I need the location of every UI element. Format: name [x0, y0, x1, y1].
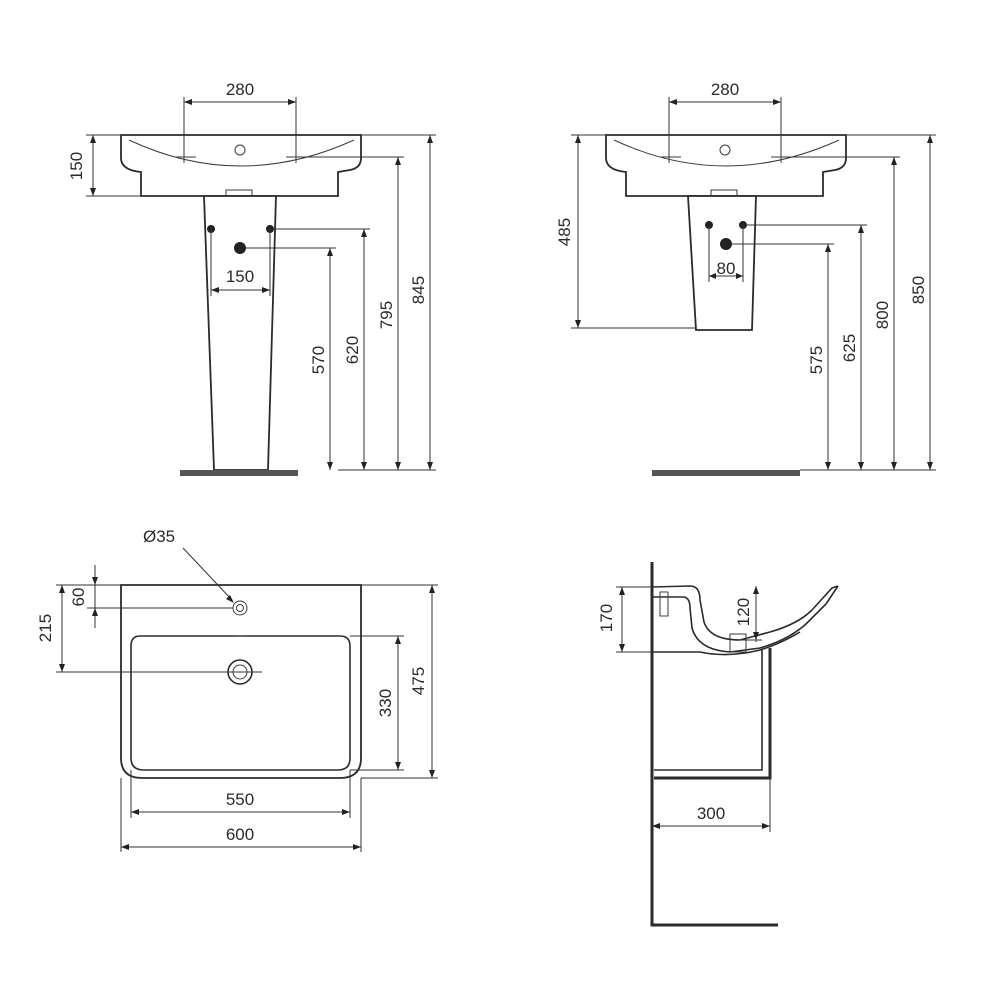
dim-60-lines	[87, 565, 233, 628]
plan-view: Ø35 60 215 330 475 550 600	[36, 527, 438, 852]
tap-hole	[234, 144, 246, 156]
pedestal-section	[654, 648, 772, 780]
dim-supply-height-2: 625	[840, 334, 859, 362]
plan-bowl-outline	[130, 635, 351, 771]
dim-60-arrows	[92, 577, 98, 616]
dim-overall-width: 600	[226, 825, 254, 844]
dim-waste-height-2: 575	[807, 346, 826, 374]
dim-overall-height: 845	[409, 276, 428, 304]
basin-section-underside	[652, 631, 801, 656]
dim-waste-spacing: 150	[226, 267, 254, 286]
dim-600-lines	[120, 778, 362, 852]
dim-570-lines	[246, 247, 336, 470]
tap-hole-section	[659, 591, 669, 617]
dim-waste-height: 570	[309, 346, 328, 374]
dim-supply-height: 620	[343, 336, 362, 364]
front-pedestal-view: 280 150 150 570 620 795 845	[67, 80, 436, 476]
floor-line-2	[652, 470, 800, 476]
dim-215-lines	[56, 584, 262, 673]
dim-rim-height-2: 800	[873, 301, 892, 329]
wall-and-floor	[650, 562, 778, 927]
dim-280-lines	[183, 97, 297, 157]
waste-point	[234, 242, 246, 254]
dim-overall-depth: 475	[409, 667, 428, 695]
dim-basin-height-side: 170	[597, 604, 616, 632]
dim-tap-spacing-2: 280	[711, 80, 739, 99]
pedestal-section-inner	[654, 650, 763, 771]
dim-280b-lines	[668, 97, 782, 157]
front-semi-pedestal-view: 280 485 80 575 625 800 850	[555, 80, 936, 476]
dim-170-lines	[616, 586, 652, 653]
dim-625-lines	[747, 224, 867, 470]
dim-550-lines	[130, 770, 351, 818]
dim-300-lines	[652, 778, 771, 832]
dim-overflow-height: 120	[734, 598, 753, 626]
dim-tap-hole-diameter: Ø35	[143, 527, 175, 546]
waste-fitting-section	[729, 633, 747, 653]
basin-section-inner	[652, 585, 839, 653]
waste-point-2	[720, 238, 732, 250]
dim-projection: 300	[697, 804, 725, 823]
basin-section-outer	[651, 585, 839, 641]
dim-485-lines	[571, 134, 696, 329]
dim-basin-height-lines	[86, 134, 141, 197]
basin-bowl-line	[128, 139, 355, 167]
dim-overall-height-2: 850	[909, 276, 928, 304]
dim-170-arrows	[619, 587, 625, 652]
plan-outline	[120, 584, 362, 779]
dim-bowl-depth: 330	[376, 689, 395, 717]
dim-diameter-leader	[182, 547, 233, 601]
dim-diameter-arrow	[226, 595, 234, 603]
pedestal-outline	[203, 195, 277, 471]
dim-waste-spacing-2: 80	[717, 259, 736, 278]
dim-bowl-width: 550	[226, 790, 254, 809]
dim-795-lines	[296, 156, 404, 470]
dim-80-arrows	[709, 273, 743, 279]
dim-575-lines	[732, 243, 834, 470]
floor-line	[180, 470, 298, 476]
dim-330-lines	[350, 635, 404, 771]
semi-pedestal-outline	[687, 195, 757, 331]
side-section-view: 170 120 300	[597, 562, 839, 927]
dim-tap-spacing: 280	[226, 80, 254, 99]
dim-basin-height: 150	[67, 152, 86, 180]
dim-620-lines	[274, 228, 370, 470]
dim-475-lines	[361, 584, 438, 779]
dim-tap-hole-offset: 60	[69, 588, 88, 607]
tap-hole-2	[719, 144, 731, 156]
dim-waste-spacing-lines	[210, 229, 271, 296]
dim-800-lines	[781, 156, 900, 470]
dim-rim-height: 795	[377, 301, 396, 329]
dim-845-lines	[361, 134, 436, 470]
dim-waste-offset: 215	[36, 614, 55, 642]
dim-shroud-drop: 485	[555, 218, 574, 246]
dim-850-lines	[846, 134, 936, 470]
basin-bowl-line-2	[613, 139, 840, 167]
plan-tap-hole-inner	[236, 604, 244, 612]
